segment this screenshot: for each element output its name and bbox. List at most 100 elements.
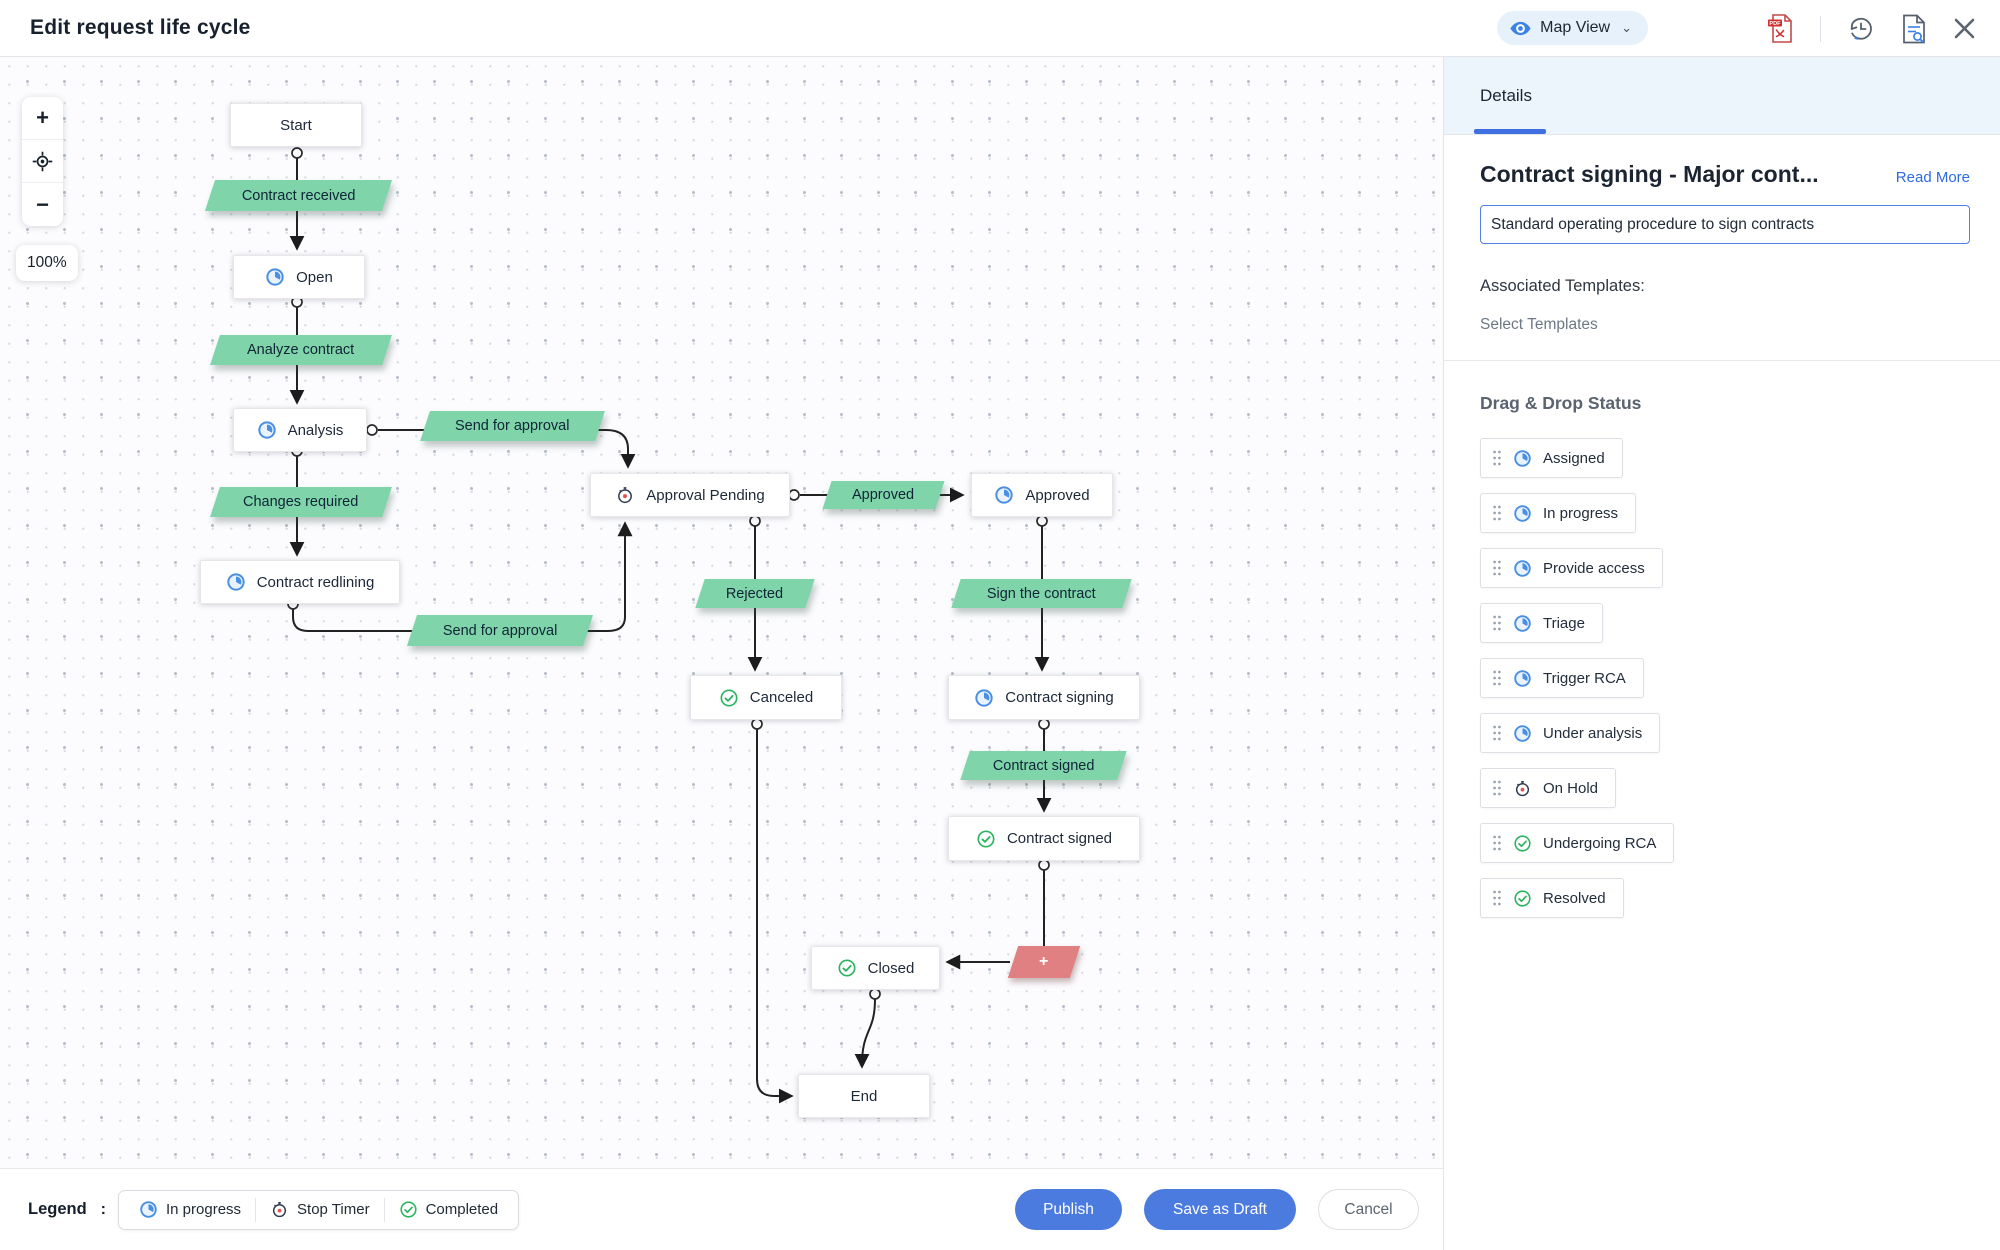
node-label: Start [280,116,312,134]
in-progress-icon [265,267,285,287]
legend: In progress Stop Timer Completed [118,1189,520,1230]
legend-item-stop-timer: Stop Timer [256,1200,384,1219]
drag-handle-icon[interactable] [1492,449,1502,467]
legend-colon: : [100,1200,106,1218]
export-pdf-button[interactable]: PDF [1767,13,1794,44]
in-progress-icon [139,1200,158,1219]
drag-handle-icon[interactable] [1492,504,1502,522]
history-button[interactable] [1847,15,1875,43]
save-as-draft-button[interactable]: Save as Draft [1144,1189,1296,1230]
status-chip-resolved[interactable]: Resolved [1480,878,1624,918]
stop-timer-icon [615,485,635,505]
transition-label: Send for approval [442,622,558,639]
status-chip-under-analysis[interactable]: Under analysis [1480,713,1661,753]
panel-tabbar: Details [1444,57,2000,135]
flow-node-contract-signing[interactable]: Contract signing [948,675,1140,720]
flow-node-canceled[interactable]: Canceled [690,675,842,720]
zoom-toolbar: + − [22,97,63,226]
drag-handle-icon[interactable] [1492,559,1502,577]
drag-handle-icon[interactable] [1492,669,1502,687]
tab-details[interactable]: Details [1480,85,1532,105]
status-chip-provide-access[interactable]: Provide access [1480,548,1663,588]
content: Start Open Analysis Contract redlining A… [0,57,2000,1250]
status-label: Assigned [1543,449,1605,467]
panel-divider [1444,360,2000,361]
flowchart-canvas[interactable]: Start Open Analysis Contract redlining A… [0,57,1443,1168]
legend-separator [255,1197,257,1222]
status-label: Trigger RCA [1543,669,1626,687]
completed-icon [1513,834,1532,853]
zoom-in-button[interactable]: + [22,97,63,140]
drag-handle-icon[interactable] [1492,614,1502,632]
flow-node-closed[interactable]: Closed [811,946,940,990]
status-chip-list: Assigned In progress Provide access [1480,438,1970,918]
status-chip-triage[interactable]: Triage [1480,603,1603,643]
drag-handle-icon[interactable] [1492,834,1502,852]
node-label: Approved [1025,486,1090,504]
flow-node-analysis[interactable]: Analysis [233,408,367,452]
transition-label: Sign the contract [987,585,1096,602]
flow-node-start[interactable]: Start [230,103,362,147]
flow-node-contract-redlining[interactable]: Contract redlining [200,560,400,604]
close-button[interactable] [1953,17,1976,40]
description-input[interactable] [1480,205,1970,244]
status-label: Under analysis [1543,724,1643,742]
read-more-link[interactable]: Read More [1895,169,1970,186]
stop-timer-icon [1513,779,1532,798]
completed-icon [719,688,739,708]
details-panel: Details Contract signing - Major cont...… [1443,57,2000,1250]
add-transition-button[interactable]: + [1007,946,1081,978]
flow-node-end[interactable]: End [798,1074,930,1118]
flow-node-approval-pending[interactable]: Approval Pending [590,473,790,517]
flow-node-contract-signed[interactable]: Contract signed [948,816,1140,861]
transition-approved[interactable]: Approved [822,481,945,509]
center-view-button[interactable] [22,140,63,183]
stop-timer-icon [270,1200,289,1219]
transition-analyze-contract[interactable]: Analyze contract [210,335,392,365]
transition-sign-the-contract[interactable]: Sign the contract [951,579,1132,608]
audit-log-button[interactable] [1901,14,1927,44]
active-tab-underline [1474,129,1546,134]
associated-templates-label: Associated Templates: [1480,277,1645,295]
transition-label: Analyze contract [247,342,355,358]
transition-changes-required[interactable]: Changes required [210,487,392,517]
center-target-icon [32,151,53,171]
drag-handle-icon[interactable] [1492,779,1502,797]
status-chip-undergoing-rca[interactable]: Undergoing RCA [1480,823,1675,863]
cancel-button[interactable]: Cancel [1318,1189,1419,1230]
zoom-out-button[interactable]: − [22,183,63,226]
drag-handle-icon[interactable] [1492,724,1502,742]
status-chip-trigger-rca[interactable]: Trigger RCA [1480,658,1644,698]
status-label: In progress [1543,504,1619,522]
plus-icon: + [1039,953,1049,970]
drag-handle-icon[interactable] [1492,889,1502,907]
canvas-column: Start Open Analysis Contract redlining A… [0,57,1443,1250]
status-chip-in-progress[interactable]: In progress [1480,493,1637,533]
in-progress-icon [1513,724,1532,743]
select-templates-link[interactable]: Select Templates [1480,316,1598,333]
map-view-selector[interactable]: Map View ⌄ [1497,11,1648,45]
legend-label: Legend [28,1200,87,1218]
legend-separator [383,1197,385,1222]
in-progress-icon [1513,614,1532,633]
completed-icon [837,958,857,978]
node-label: Contract signed [1006,830,1113,847]
map-view-label: Map View [1540,19,1611,36]
legend-item-completed: Completed [385,1200,513,1219]
status-chip-on-hold[interactable]: On Hold [1480,768,1617,808]
publish-button[interactable]: Publish [1015,1189,1122,1230]
drag-drop-heading: Drag & Drop Status [1480,393,1642,413]
transition-contract-received[interactable]: Contract received [204,180,393,211]
node-label: Canceled [749,689,814,706]
transition-contract-signed[interactable]: Contract signed [960,751,1127,780]
transition-send-for-approval-1[interactable]: Send for approval [420,411,605,441]
in-progress-icon [1513,504,1532,523]
status-chip-assigned[interactable]: Assigned [1480,438,1623,478]
legend-item-label: Completed [425,1201,499,1218]
transition-rejected[interactable]: Rejected [695,579,815,608]
flow-node-open[interactable]: Open [233,255,365,299]
transition-label: Contract received [241,187,356,204]
transition-send-for-approval-2[interactable]: Send for approval [406,615,594,646]
flow-node-approved[interactable]: Approved [971,473,1113,517]
